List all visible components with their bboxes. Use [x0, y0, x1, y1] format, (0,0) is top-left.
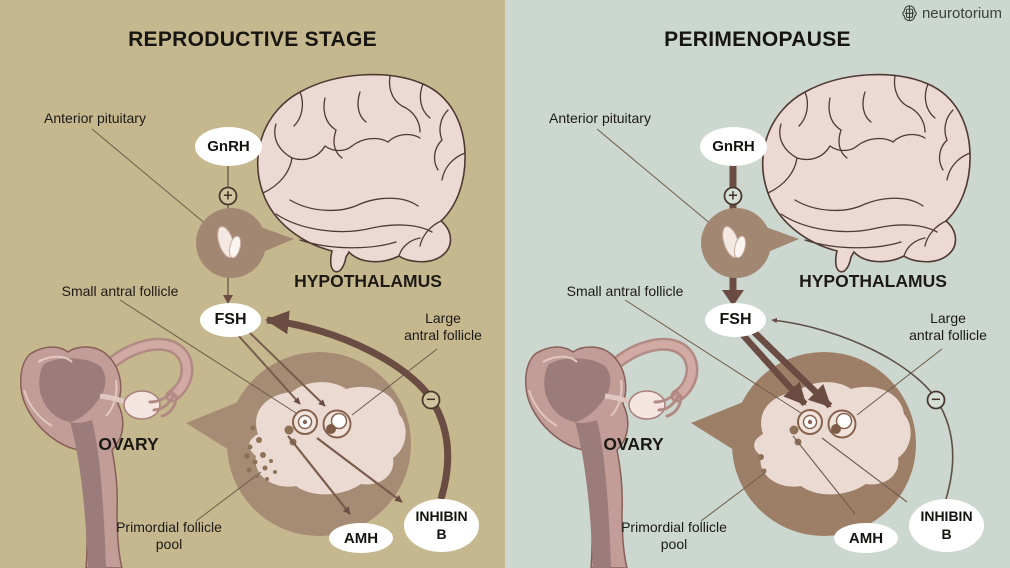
plus-sign-circle: [723, 186, 743, 206]
gnrh-node: GnRH: [195, 127, 262, 166]
anterior-pituitary-label: Anterior pituitary: [44, 110, 146, 126]
uterus-ovary-illustration: [20, 337, 194, 568]
primordial-follicle-dots: [244, 425, 297, 481]
ovary-label: OVARY: [98, 434, 159, 454]
follicle-to-inhibin-b-arrow: [316, 437, 403, 503]
ovary-zoom-bubble: [119, 299, 438, 536]
anterior-pituitary-leader-line: [91, 128, 214, 231]
hypothalamus-label: HYPOTHALAMUS: [799, 271, 947, 291]
anterior-pituitary-label: Anterior pituitary: [549, 110, 651, 126]
large-antral-follicle: [322, 409, 352, 439]
small-antral-follicle-label: Small antral follicle: [566, 283, 684, 299]
inhibin-b-node: INHIBIN B: [404, 499, 479, 552]
primordial-pool-leader-line: [195, 471, 262, 522]
reproductive-stage-diagram: + −: [20, 73, 466, 568]
amh-node: AMH: [834, 523, 898, 553]
small-antral-follicle: [292, 409, 318, 435]
small-antral-leader-line: [119, 299, 297, 414]
uterus-ovary-illustration: [525, 337, 699, 568]
follicle-to-amh-arrow: [287, 435, 351, 515]
inhibin-b-node: INHIBIN B: [909, 499, 984, 552]
gnrh-node: GnRH: [700, 127, 767, 166]
neurotorium-brain-icon: [902, 5, 917, 22]
pituitary-bubble: [196, 208, 294, 278]
fsh-to-small-follicle-arrow: [739, 331, 808, 407]
plus-sign: +: [728, 189, 739, 204]
large-antral-leader-line: [856, 348, 943, 416]
primordial-pool-leader-line: [700, 471, 767, 522]
fsh-to-large-follicle-arrow: [248, 331, 326, 407]
primordial-follicle-pool-label: Primordial follicle pool: [116, 519, 222, 552]
large-antral-follicle: [827, 409, 857, 439]
panel-title: PERIMENOPAUSE: [664, 28, 851, 51]
fsh-node: FSH: [200, 303, 261, 337]
panel-perimenopause: + − neurotorium PERIMENO: [505, 0, 1010, 568]
large-antral-leader-line: [351, 348, 438, 416]
fsh-to-small-follicle-arrow: [236, 333, 301, 405]
ovary-label: OVARY: [603, 434, 664, 454]
plus-sign: +: [223, 189, 234, 204]
ovary-zoom-bubble: [624, 299, 943, 536]
brain-illustration: [256, 73, 466, 273]
brand-logo: neurotorium: [900, 4, 1002, 23]
minus-sign-circle: [926, 390, 946, 410]
amh-node: AMH: [329, 523, 393, 553]
panel-reproductive-stage: + − REPRODUCTIVE STAGE Anterior pituitar…: [0, 0, 505, 568]
hypothalamus-label: HYPOTHALAMUS: [294, 271, 442, 291]
ovary-cross-section: [249, 382, 406, 495]
small-antral-leader-line: [624, 299, 802, 414]
minus-sign-circle: [421, 390, 441, 410]
ovary-cross-section: [754, 382, 911, 495]
gnrh-arrowhead: [223, 295, 233, 304]
fsh-node: FSH: [705, 303, 766, 337]
brain-illustration: [761, 73, 971, 273]
plus-sign-circle: [218, 186, 238, 206]
minus-sign: −: [426, 393, 437, 408]
primordial-follicle-pool-label: Primordial follicle pool: [621, 519, 727, 552]
minus-sign: −: [931, 393, 942, 408]
gnrh-arrowhead: [722, 290, 744, 306]
perimenopause-diagram: + −: [525, 73, 971, 568]
pituitary-bubble: [701, 208, 799, 278]
follicle-to-amh-arrow: [792, 435, 856, 515]
fsh-to-large-follicle-arrow: [751, 329, 833, 409]
panel-title: REPRODUCTIVE STAGE: [128, 28, 377, 51]
large-antral-follicle-label: Large antral follicle: [404, 310, 482, 343]
anterior-pituitary-leader-line: [596, 128, 719, 231]
large-antral-follicle-label: Large antral follicle: [909, 310, 987, 343]
small-antral-follicle: [797, 409, 823, 435]
follicle-to-inhibin-b-arrow: [821, 437, 908, 503]
small-antral-follicle-label: Small antral follicle: [61, 283, 179, 299]
brand-logo-text: neurotorium: [921, 5, 1002, 22]
